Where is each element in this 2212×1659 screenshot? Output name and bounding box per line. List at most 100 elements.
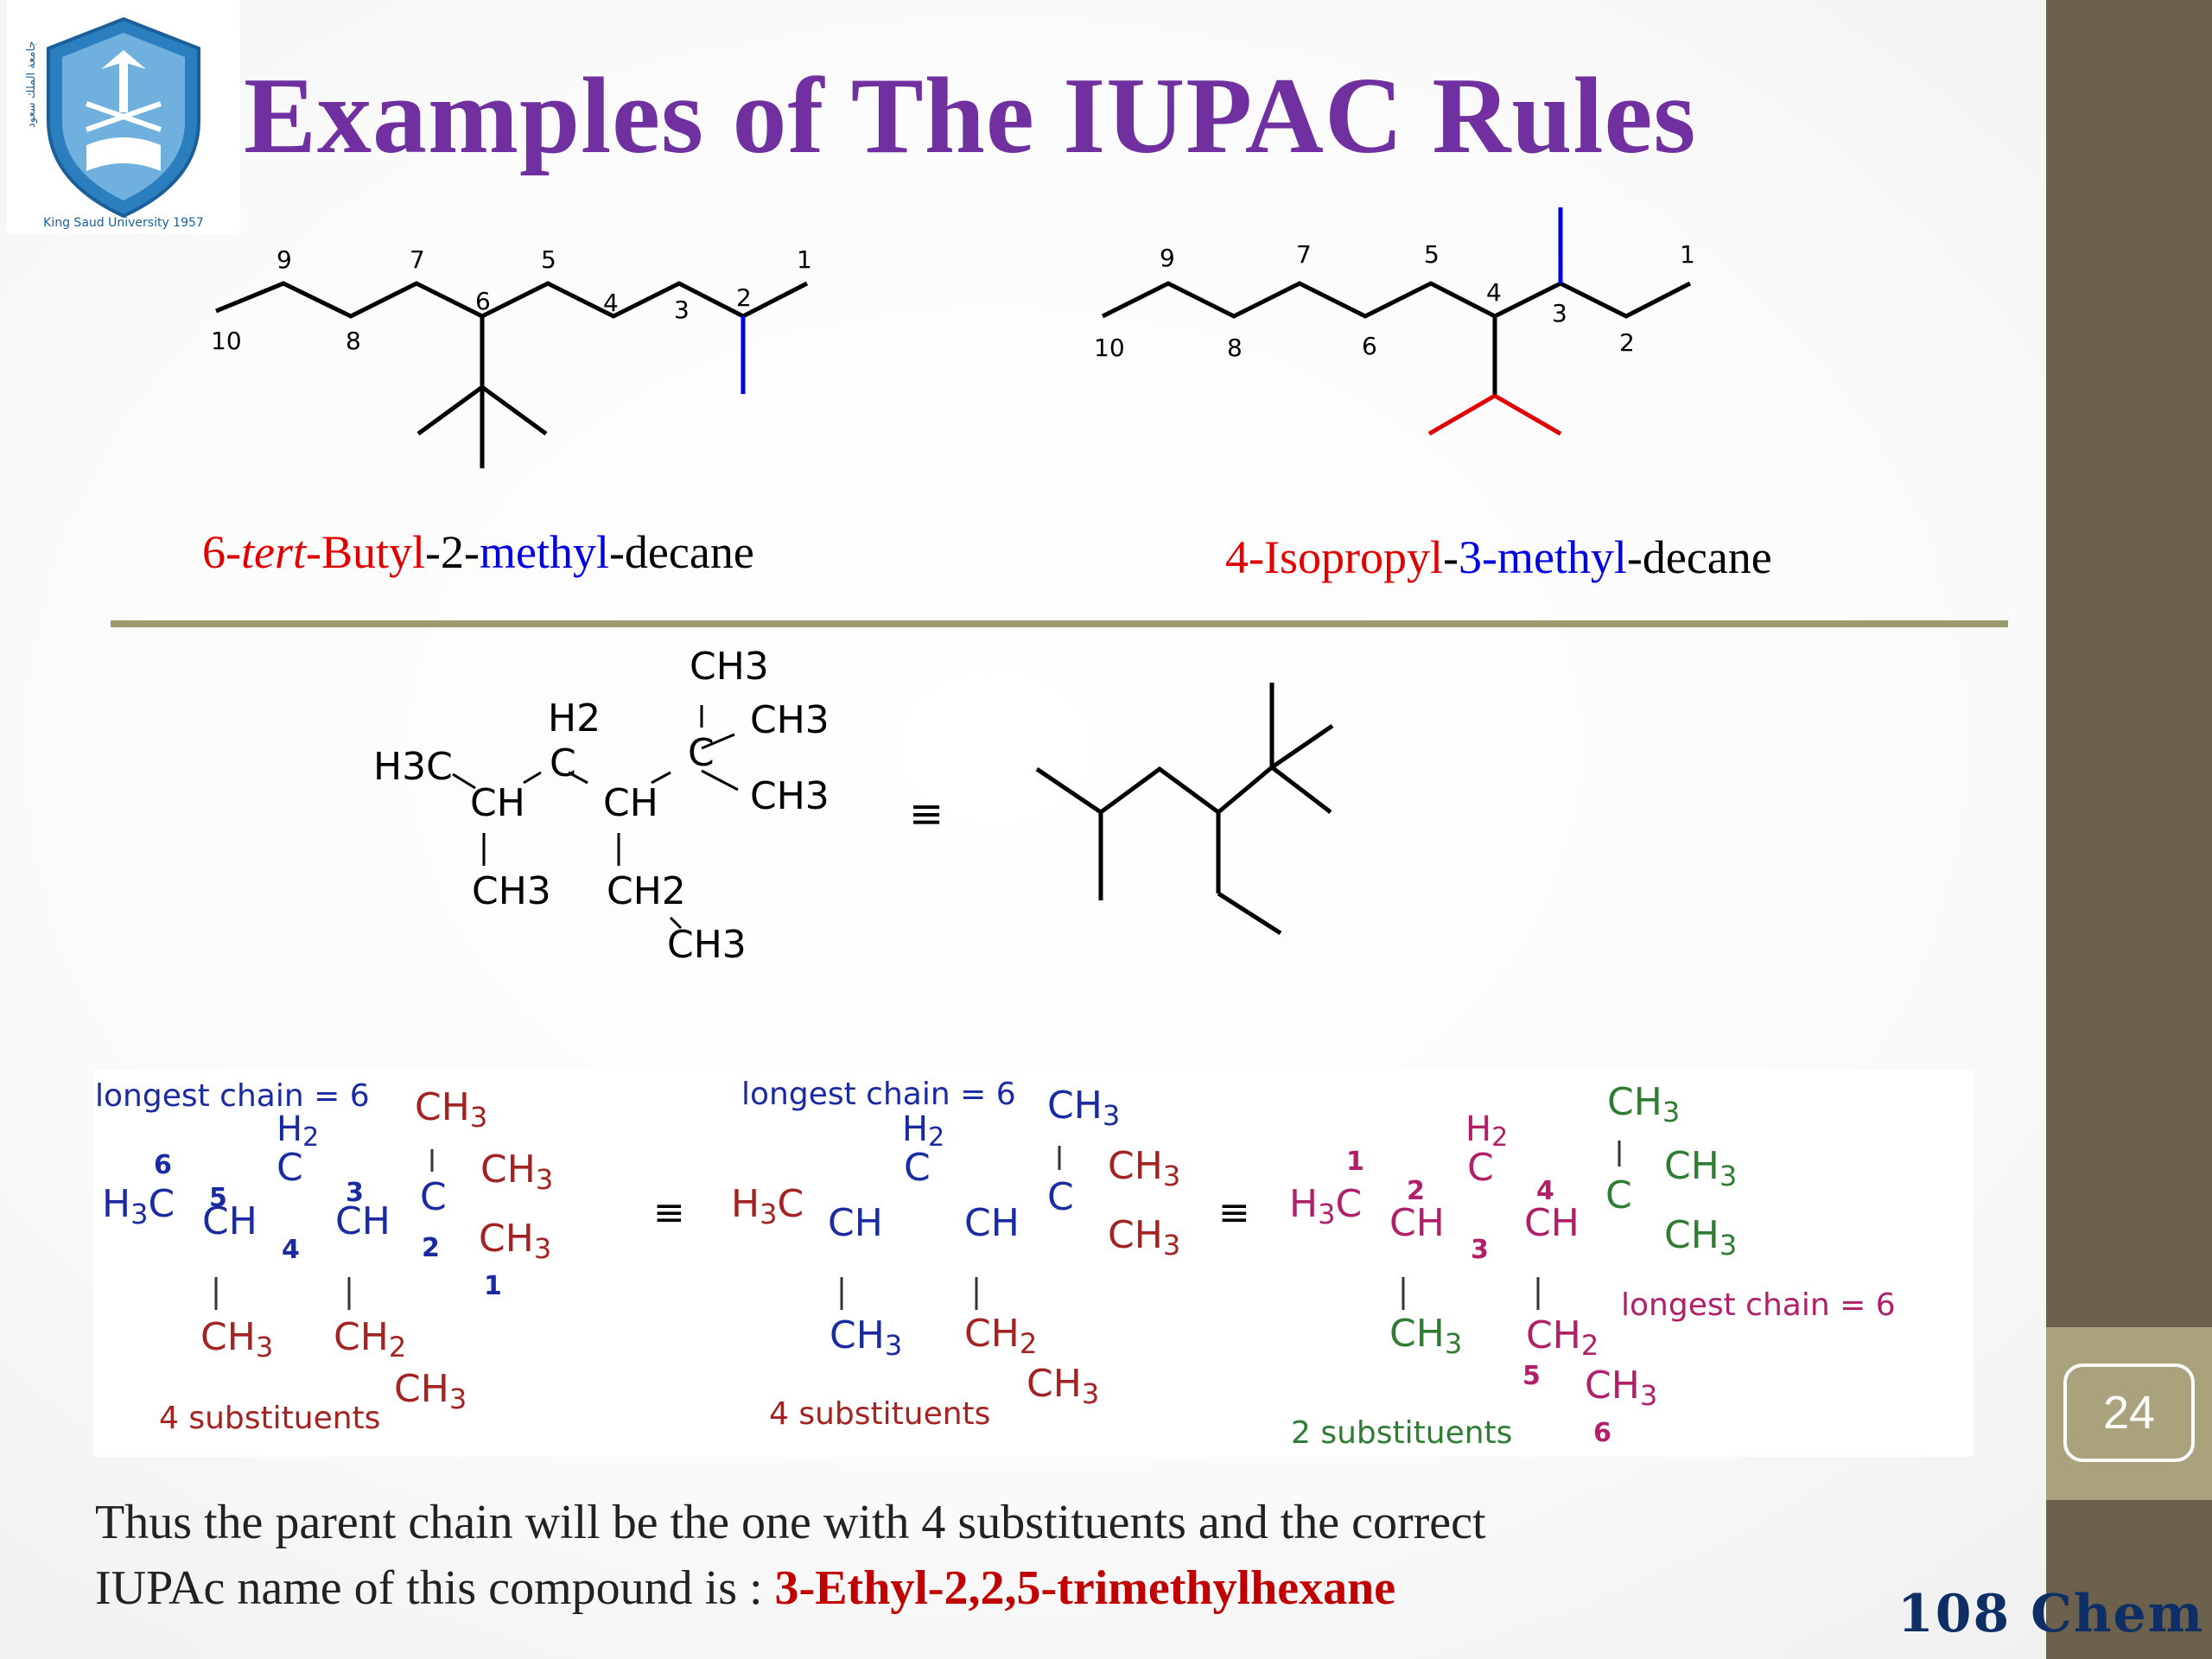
c-link: C [550,741,576,785]
svg-text:H3C: H3C [731,1182,804,1230]
svg-text:CH2: CH2 [1526,1313,1599,1362]
svg-text:CH: CH [964,1201,1020,1245]
panel1-num-5: 5 [209,1183,227,1213]
example1-skeletal-formula: 10 9 8 7 6 5 4 3 2 1 [211,245,812,468]
ex2-num-9: 9 [1160,244,1175,272]
ex2-num-10: 10 [1094,334,1125,362]
svg-text:CH: CH [1524,1201,1580,1245]
panel3-substituents: 2 substituents [1291,1415,1512,1451]
equiv-1: ≡ [653,1191,685,1235]
svg-text:CH3: CH3 [1664,1144,1737,1192]
ex1-num-6: 6 [475,287,491,315]
svg-text:CH3: CH3 [1027,1362,1099,1410]
course-label: 108 Chem [1897,1584,2205,1644]
chain-analysis-panel: longest chain = 6 4 substituents H3C CH … [93,1070,1974,1457]
svg-text:CH3: CH3 [1585,1363,1657,1412]
svg-text:CH3: CH3 [200,1315,273,1363]
svg-text:CH: CH [202,1199,257,1243]
ex1-num-10: 10 [211,327,242,355]
example2-skeletal-formula: 10 9 8 7 6 5 4 3 2 1 [1094,207,1695,436]
ex1-num-5: 5 [541,245,556,274]
university-logo: King Saud University 1957 جامعة الملك سع… [7,0,240,233]
svg-text:C: C [1047,1175,1074,1219]
ex1-num-9: 9 [276,245,292,274]
ch-a: CH [470,781,525,825]
svg-text:CH3: CH3 [415,1085,487,1134]
slide-title: Examples of The IUPAC Rules [244,56,1697,176]
panel3-num-5: 5 [1522,1361,1541,1391]
panel1-num-2: 2 [422,1233,440,1263]
panel1-num-3: 3 [346,1178,364,1208]
svg-text:CH: CH [828,1201,883,1245]
svg-text:C: C [1467,1146,1494,1190]
ex1-num-2: 2 [736,283,752,312]
ex2-num-6: 6 [1362,332,1377,360]
svg-text:H2: H2 [276,1109,319,1153]
ex2-num-8: 8 [1227,334,1243,362]
ex2-num-1: 1 [1680,240,1695,269]
ex1-num-4: 4 [603,289,619,317]
equiv-2: ≡ [1218,1191,1250,1235]
conclusion-line-1: Thus the parent chain will be the one wi… [95,1496,1486,1549]
svg-text:C: C [420,1175,447,1219]
ch3-right-2: CH3 [750,774,830,818]
svg-text:CH3: CH3 [1108,1213,1180,1262]
svg-text:CH3: CH3 [1108,1144,1180,1192]
ex1-num-7: 7 [410,245,425,274]
panel1-num-6: 6 [154,1150,172,1180]
panel2-chain-label: longest chain = 6 [741,1077,1016,1112]
svg-text:H2: H2 [902,1109,944,1153]
svg-text:CH3: CH3 [1389,1312,1462,1360]
svg-text:CH: CH [1389,1201,1445,1245]
h3c-left: H3C [373,745,453,789]
ch2-ethyl: CH2 [607,869,686,913]
equivalence-symbol: ≡ [909,790,944,838]
h2-label: H2 [548,696,601,741]
ex1-num-8: 8 [346,327,361,355]
ex1-num-1: 1 [797,245,812,274]
svg-text:C: C [904,1146,931,1190]
svg-text:C: C [1605,1173,1632,1217]
svg-text:CH3: CH3 [830,1313,902,1362]
svg-text:CH3: CH3 [394,1367,467,1415]
section-divider [111,620,2008,627]
svg-text:CH3: CH3 [480,1147,553,1196]
svg-text:C: C [276,1146,303,1190]
page-number: 24 [2063,1363,2195,1462]
ch3-ethyl: CH3 [667,923,747,967]
panel1-chain-label: longest chain = 6 [95,1078,370,1114]
ex2-num-2: 2 [1619,328,1635,357]
ex2-num-7: 7 [1296,240,1312,269]
ex1-num-3: 3 [674,296,690,324]
panel1-substituents: 4 substituents [159,1401,380,1436]
panel3-num-4: 4 [1536,1176,1554,1206]
panel3-chain-label: longest chain = 6 [1621,1287,1896,1323]
ex2-num-3: 3 [1552,299,1567,327]
panel1-num-1: 1 [484,1271,502,1301]
svg-text:CH3: CH3 [1664,1213,1737,1262]
panel3-num-3: 3 [1471,1235,1489,1265]
svg-text:CH3: CH3 [1607,1080,1680,1128]
c-quaternary: C [688,731,715,775]
logo-text: King Saud University 1957 [43,216,204,230]
svg-text:H3C: H3C [102,1182,175,1230]
svg-text:H2: H2 [1465,1109,1508,1153]
ch-b: CH [603,781,658,825]
condensed-skeletal-formula [1035,683,1334,936]
svg-text:CH3: CH3 [479,1217,551,1265]
panel3-num-1: 1 [1346,1147,1364,1177]
panel3-num-6: 6 [1593,1418,1611,1448]
panel1-num-4: 4 [282,1235,300,1265]
example2-name: 4-Isopropyl-3-methyl-decane [1225,531,1772,583]
svg-text:H3C: H3C [1289,1182,1362,1230]
example1-name: 6-tert-Butyl-2-methyl-decane [202,526,754,578]
svg-text:CH3: CH3 [1047,1084,1120,1132]
logo-text-arabic: جامعة الملك سعود [25,41,38,128]
ch3-top: CH3 [690,645,769,689]
ex2-num-5: 5 [1424,240,1440,269]
iupac-answer: 3-Ethyl-2,2,5-trimethylhexane [774,1561,1396,1615]
panel2-substituents: 4 substituents [769,1396,990,1432]
ex2-num-4: 4 [1486,278,1502,307]
condensed-formula: CH3 H2 CH3 H3C C C CH CH CH3 CH3 CH2 CH3 [363,645,847,973]
ch3-right-1: CH3 [750,698,830,742]
